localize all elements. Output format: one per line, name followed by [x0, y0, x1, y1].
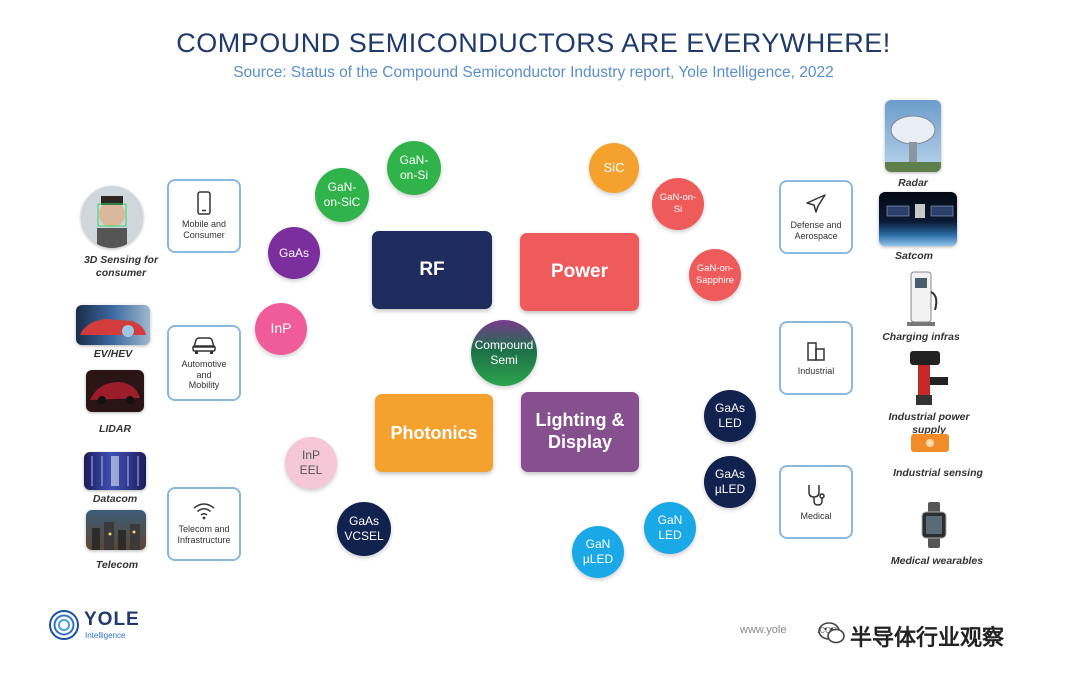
- inp-circle: InP: [255, 303, 307, 355]
- market-defense: Defense and Aerospace: [779, 180, 853, 254]
- smartphone-icon: [197, 191, 211, 215]
- stethoscope-icon: [808, 484, 825, 506]
- power-label: Power: [550, 261, 609, 282]
- caption-evhev: EV/HEV: [93, 348, 133, 360]
- sic-circle: SiC: [589, 143, 639, 193]
- face-scan-image: [81, 186, 143, 248]
- yole-logo-mark: [49, 610, 79, 640]
- wechat-icon: [817, 620, 847, 646]
- charging-station-image: [901, 268, 941, 328]
- market-telecom-label: Telecom and Infrastructure: [177, 524, 231, 545]
- gaas-vcsel-label: GaAs VCSEL: [344, 514, 384, 543]
- market-defense-label: Defense and Aerospace: [790, 220, 842, 241]
- gan-on-sapphire-label: GaN-on- Sapphire: [695, 263, 735, 286]
- caption-lidar: LIDAR: [98, 423, 132, 435]
- gan-led-label: GaN LED: [657, 513, 683, 542]
- lighting-display-box: Lighting & Display: [521, 392, 639, 472]
- lighting-display-label: Lighting & Display: [535, 410, 625, 452]
- inp-eel-label: InP EEL: [299, 448, 323, 477]
- caption-datacom: Datacom: [92, 493, 138, 505]
- market-automotive: Automotive and Mobility: [167, 325, 241, 401]
- inp-eel-circle: InP EEL: [285, 437, 337, 489]
- yole-logo: YOLE Intelligence: [48, 609, 168, 643]
- source-subtitle: Source: Status of the Compound Semicondu…: [233, 64, 834, 81]
- gaas-led-label: GaAs LED: [714, 401, 745, 430]
- footer-url-text: www.yole: [740, 624, 787, 636]
- caption-industrial-power: Industrial power supply: [888, 411, 970, 436]
- gan-on-sic-circle: GaN- on-SiC: [315, 168, 369, 222]
- gaas-led-circle: GaAs LED: [704, 390, 756, 442]
- gaas-uled-circle: GaAs µLED: [704, 456, 756, 508]
- inp-label: InP: [270, 320, 292, 337]
- caption-industrial-sensing: Industrial sensing: [893, 467, 983, 479]
- yole-logo-name: YOLE: [84, 609, 140, 630]
- gaas-circle: GaAs: [268, 227, 320, 279]
- market-telecom: Telecom and Infrastructure: [167, 487, 241, 561]
- gan-on-sapphire-circle: GaN-on- Sapphire: [689, 249, 741, 301]
- market-mobile-label: Mobile and Consumer: [181, 219, 227, 240]
- gan-on-si-power-circle: GaN-on- Si: [652, 178, 704, 230]
- caption-medical-wearables: Medical wearables: [890, 555, 984, 567]
- radar-image: [885, 100, 941, 172]
- photonics-box: Photonics: [375, 394, 493, 472]
- caption-satcom: Satcom: [895, 250, 933, 262]
- caption-telecom: Telecom: [95, 559, 139, 571]
- datacom-image: [84, 452, 146, 490]
- ev-image: [76, 305, 150, 345]
- power-box: Power: [520, 233, 639, 311]
- car-icon: [192, 337, 216, 354]
- gan-uled-label: GaN µLED: [582, 537, 614, 566]
- lidar-car-image: [86, 370, 144, 412]
- gaas-vcsel-circle: GaAs VCSEL: [337, 502, 391, 556]
- market-industrial: Industrial: [779, 321, 853, 395]
- industrial-sensor-image: [907, 430, 953, 454]
- rf-label: RF: [419, 259, 445, 280]
- gan-led-circle: GaN LED: [644, 502, 696, 554]
- yole-logo-sub: Intelligence: [85, 631, 126, 640]
- market-automotive-label: Automotive and Mobility: [181, 358, 227, 391]
- market-mobile-consumer: Mobile and Consumer: [167, 179, 241, 253]
- caption-3d-sensing: 3D Sensing for consumer: [83, 254, 159, 279]
- compound-semi-label: Compound Semi: [474, 338, 534, 367]
- smartwatch-image: [917, 502, 951, 548]
- sic-label: SiC: [603, 159, 625, 175]
- building-icon: [807, 341, 825, 361]
- gan-uled-circle: GaN µLED: [572, 526, 624, 578]
- rf-box: RF: [372, 231, 492, 309]
- gan-on-si-power-label: GaN-on- Si: [659, 192, 697, 215]
- telecom-city-image: [86, 510, 146, 550]
- gan-on-si-rf-label: GaN- on-Si: [399, 153, 429, 182]
- satellite-image: [879, 192, 957, 246]
- market-medical-label: Medical: [800, 510, 832, 521]
- nail-gun-image: [904, 347, 954, 409]
- photonics-label: Photonics: [390, 422, 478, 443]
- gaas-label: GaAs: [278, 245, 309, 260]
- watermark-text: 半导体行业观察: [850, 626, 1005, 651]
- caption-radar: Radar: [898, 177, 928, 189]
- market-industrial-label: Industrial: [797, 365, 835, 376]
- wifi-icon: [193, 503, 215, 520]
- airplane-icon: [806, 194, 826, 213]
- market-medical: Medical: [779, 465, 853, 539]
- gan-on-si-rf-circle: GaN- on-Si: [387, 141, 441, 195]
- page-title: COMPOUND SEMICONDUCTORS ARE EVERYWHERE!: [176, 28, 891, 58]
- gan-on-sic-label: GaN- on-SiC: [323, 180, 361, 209]
- compound-semi-circle: Compound Semi: [471, 320, 537, 386]
- gaas-uled-label: GaAs µLED: [714, 467, 746, 496]
- caption-charging: Charging infras: [882, 331, 960, 343]
